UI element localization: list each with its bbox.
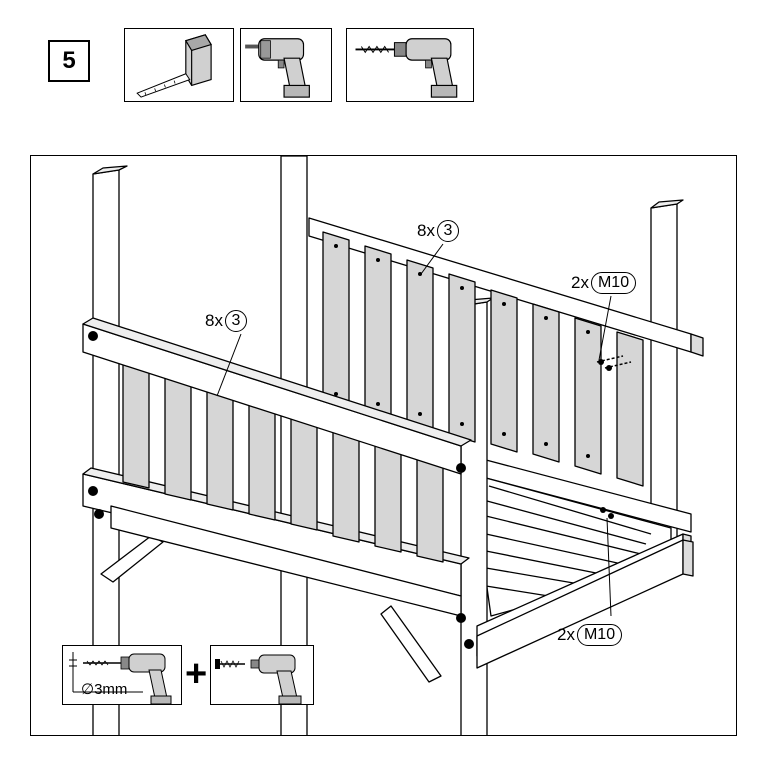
- bolt-markers: [596, 355, 632, 519]
- leader-lines: [216, 243, 612, 617]
- assembly-illustration: 8x 3 8x 3 2x M10 2x M10: [30, 155, 737, 736]
- measuring-tape-icon: [136, 34, 212, 98]
- callout-back-slats-qty: 8x: [417, 221, 435, 240]
- inset-predrill: ∅3mm: [62, 645, 182, 705]
- tool-measuring-tape: [124, 28, 234, 102]
- diagonal-brace-left: [100, 535, 164, 583]
- callout-back-slats: 8x 3: [417, 220, 459, 242]
- predrill-diagram: [69, 652, 172, 704]
- part-number-badge: 3: [224, 310, 247, 332]
- step-number: 5: [48, 40, 90, 82]
- callout-top-bolts-qty: 2x: [571, 273, 589, 292]
- tool-drill: [346, 28, 474, 102]
- cordless-screwdriver-icon: [245, 38, 310, 98]
- plus-sign: +: [185, 653, 208, 695]
- diagonal-brace-right: [380, 605, 442, 683]
- callout-front-slats: 8x 3: [205, 310, 247, 332]
- inset-screw: [210, 645, 314, 705]
- bolt-size-badge: M10: [590, 272, 637, 294]
- drill-diameter-label: ∅3mm: [81, 681, 128, 698]
- drill-icon: [355, 38, 458, 98]
- bolt-size-badge: M10: [576, 624, 623, 646]
- callout-bottom-bolts-qty: 2x: [557, 625, 575, 644]
- callout-front-slats-qty: 8x: [205, 311, 223, 330]
- back-slats: [322, 231, 644, 487]
- bolt-heads: [88, 331, 474, 649]
- part-number-badge: 3: [436, 220, 459, 242]
- front-slats: [122, 355, 444, 563]
- callout-top-bolts: 2x M10: [571, 272, 637, 294]
- back-slat-screws: [334, 244, 590, 458]
- screwdriver-screw-icon: [215, 654, 302, 704]
- callout-bottom-bolts: 2x M10: [557, 624, 623, 646]
- tool-screwdriver: [240, 28, 332, 102]
- playhouse-frame-drawing: [82, 156, 704, 735]
